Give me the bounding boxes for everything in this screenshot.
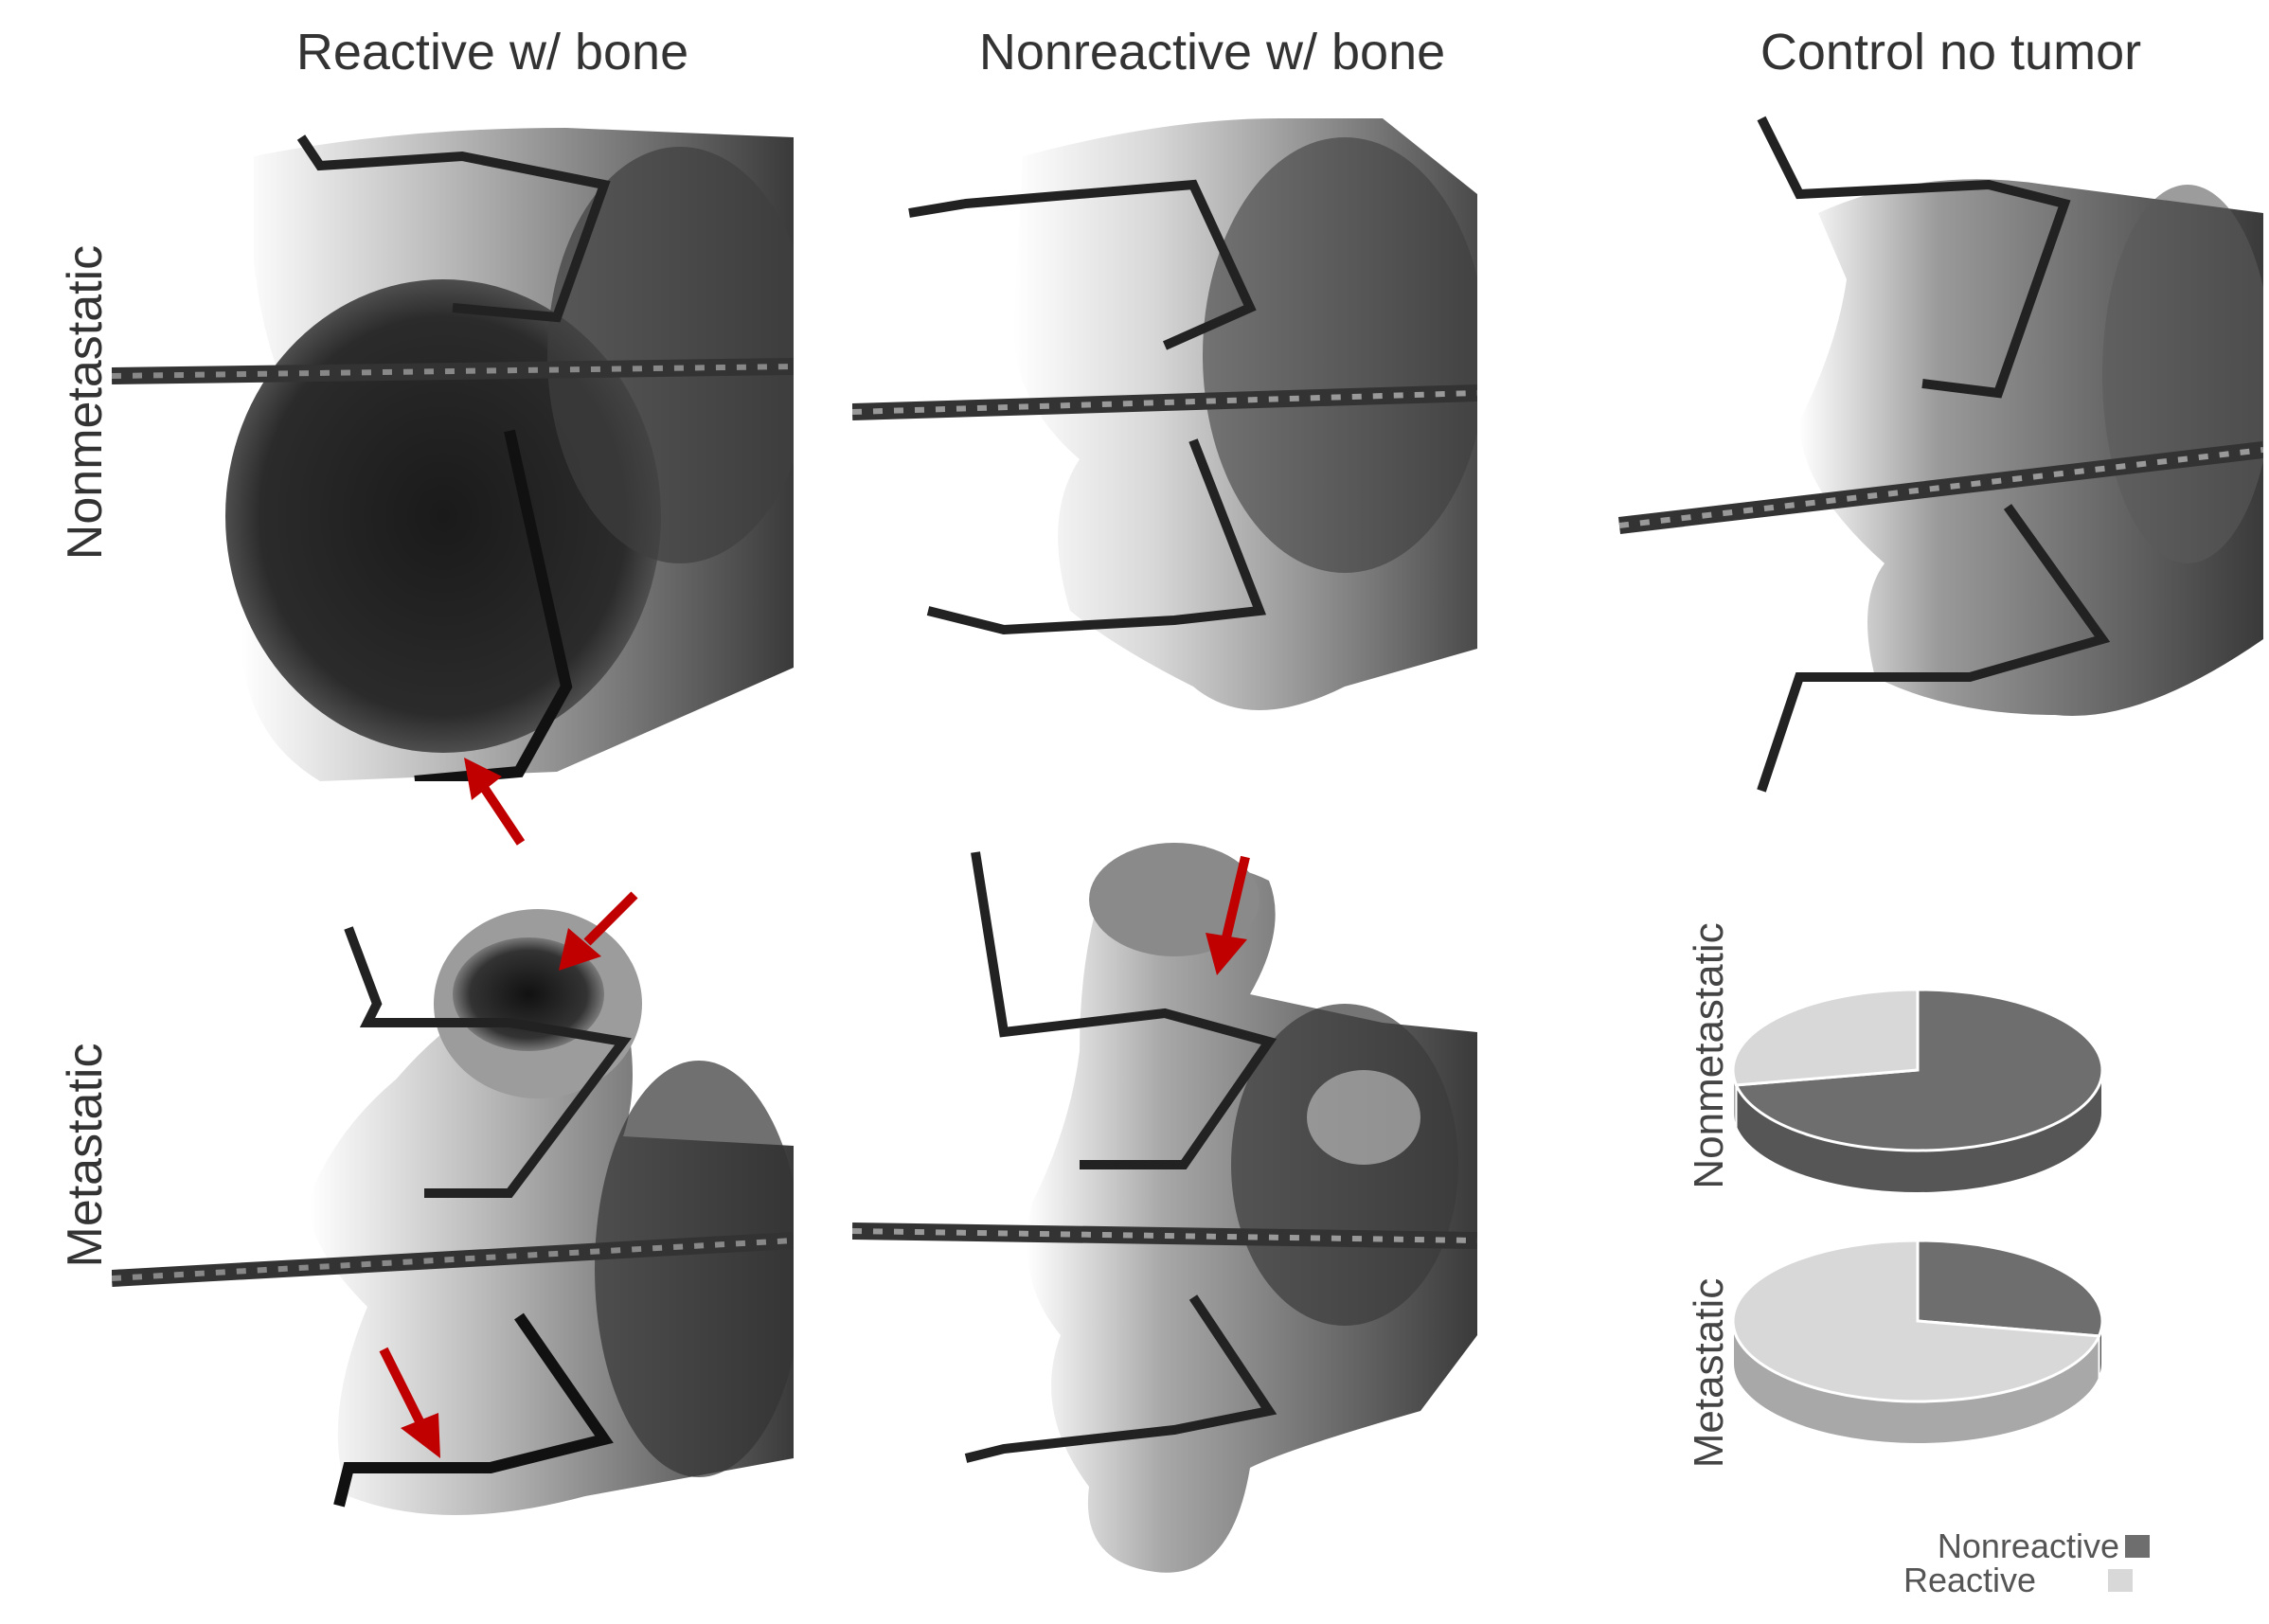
- legend-swatch-reactive: [2108, 1569, 2134, 1592]
- legend-item-reactive: Reactive: [1903, 1563, 2150, 1597]
- column-title-nonreactive: Nonreactive w/ bone: [978, 24, 1446, 80]
- row-label-nonmetastatic: Nonmetastatic: [58, 244, 113, 561]
- arrow-reactive-metastatic-tumor: [559, 891, 638, 971]
- legend-label-reactive: Reactive: [1903, 1561, 2037, 1599]
- xray-nonreactive-metastatic: [852, 843, 1477, 1581]
- pie-slice-nonreactive: [1734, 988, 2104, 1152]
- arrow-reactive-nonmetastatic: [464, 758, 526, 846]
- xray-reactive-metastatic: [112, 890, 794, 1534]
- legend-item-nonreactive: Nonreactive: [1903, 1529, 2150, 1563]
- pie-metastatic: [1731, 1239, 2104, 1445]
- pie-slice-reactive: [1731, 988, 1920, 1087]
- xray-nonreactive-nonmetastatic: [852, 118, 1477, 724]
- legend-label-nonreactive: Nonreactive: [1937, 1526, 2119, 1565]
- xray-control-nonmetastatic: [1610, 109, 2263, 800]
- row-label-metastatic: Metastatic: [58, 1043, 113, 1268]
- column-title-reactive: Reactive w/ bone: [295, 24, 689, 80]
- pie-legend: Nonreactive Reactive: [1903, 1529, 2150, 1597]
- xray-reactive-nonmetastatic: [112, 118, 794, 781]
- pie-slice-reactive: [1731, 1239, 2101, 1403]
- pie-charts: [1731, 988, 2104, 1445]
- column-title-control: Control no tumor: [1760, 24, 2142, 80]
- arrow-reactive-metastatic-leg: [379, 1347, 440, 1458]
- pie-slice-nonreactive: [1916, 1239, 2104, 1338]
- legend-swatch-nonreactive: [2125, 1535, 2150, 1558]
- arrow-nonreactive-metastatic: [1206, 855, 1250, 975]
- pie-nonmetastatic: [1731, 988, 2104, 1194]
